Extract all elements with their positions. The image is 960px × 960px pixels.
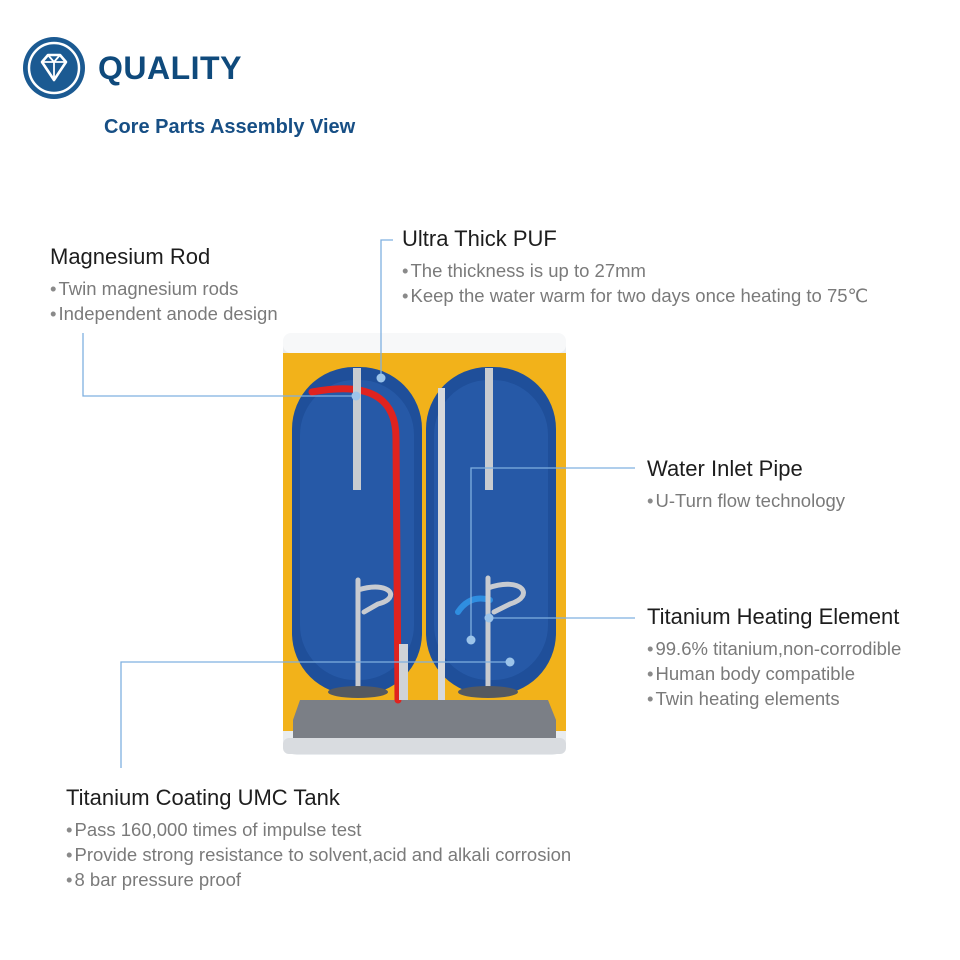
leader-dot-ultra-thick-puf	[377, 374, 386, 383]
callout-list: 99.6% titanium,non-corrodible Human body…	[647, 636, 901, 711]
callout-titanium-heating-element: Titanium Heating Element 99.6% titanium,…	[647, 604, 901, 711]
callout-ultra-thick-puf: Ultra Thick PUF The thickness is up to 2…	[402, 226, 868, 308]
flange-right	[458, 686, 518, 698]
callout-list: Twin magnesium rods Independent anode de…	[50, 276, 278, 326]
list-item: Keep the water warm for two days once he…	[402, 283, 868, 308]
callout-title: Titanium Heating Element	[647, 604, 901, 630]
leader-dot-magnesium-rod	[352, 392, 361, 401]
center-pipe	[438, 388, 445, 700]
list-item: The thickness is up to 27mm	[402, 258, 868, 283]
leader-dot-titanium-coating-tank	[506, 658, 515, 667]
leader-dot-water-inlet-pipe	[467, 636, 476, 645]
list-item: 8 bar pressure proof	[66, 867, 571, 892]
list-item: Pass 160,000 times of impulse test	[66, 817, 571, 842]
callout-list: U-Turn flow technology	[647, 488, 845, 513]
casing-top	[283, 333, 566, 353]
list-item: Twin heating elements	[647, 686, 901, 711]
callout-titanium-coating-tank: Titanium Coating UMC Tank Pass 160,000 t…	[66, 785, 571, 892]
callout-list: The thickness is up to 27mm Keep the wat…	[402, 258, 868, 308]
magnesium-rod-right	[485, 368, 493, 490]
thermostat-probe	[399, 644, 408, 700]
callout-title: Water Inlet Pipe	[647, 456, 845, 482]
leader-dot-titanium-heating-element	[485, 614, 494, 623]
callout-list: Pass 160,000 times of impulse test Provi…	[66, 817, 571, 892]
callout-water-inlet-pipe: Water Inlet Pipe U-Turn flow technology	[647, 456, 845, 513]
list-item: Human body compatible	[647, 661, 901, 686]
list-item: U-Turn flow technology	[647, 488, 845, 513]
callout-title: Ultra Thick PUF	[402, 226, 868, 252]
list-item: Independent anode design	[50, 301, 278, 326]
flange-left	[328, 686, 388, 698]
callout-title: Magnesium Rod	[50, 244, 278, 270]
base-skirt	[283, 738, 566, 754]
magnesium-rod-left	[353, 368, 361, 490]
callout-title: Titanium Coating UMC Tank	[66, 785, 571, 811]
callout-magnesium-rod: Magnesium Rod Twin magnesium rods Indepe…	[50, 244, 278, 326]
list-item: Provide strong resistance to solvent,aci…	[66, 842, 571, 867]
list-item: Twin magnesium rods	[50, 276, 278, 301]
list-item: 99.6% titanium,non-corrodible	[647, 636, 901, 661]
